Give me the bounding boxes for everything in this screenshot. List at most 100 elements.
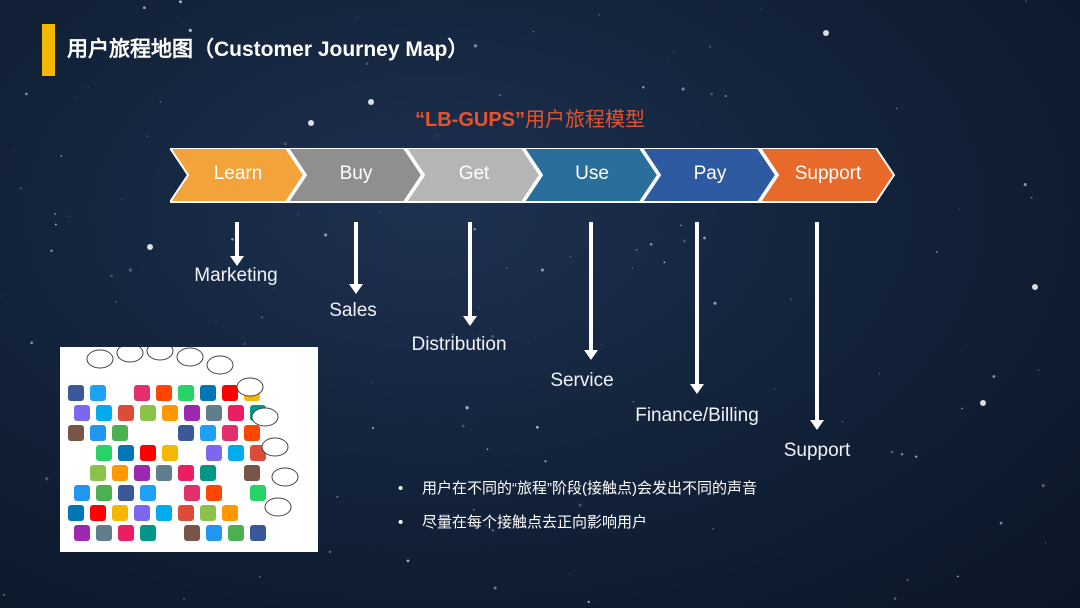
social-app-icon — [96, 445, 112, 461]
social-app-icon — [206, 525, 222, 541]
down-arrow-support — [810, 222, 824, 430]
social-app-icon — [90, 385, 106, 401]
star — [965, 345, 967, 347]
star — [992, 375, 996, 378]
social-app-icon — [74, 525, 90, 541]
chevron-buy — [286, 148, 424, 203]
star — [866, 250, 868, 252]
star — [713, 301, 717, 305]
social-app-icon — [90, 465, 106, 481]
social-app-icon — [112, 425, 128, 441]
star — [569, 572, 571, 574]
star — [900, 453, 904, 456]
social-app-icon — [156, 385, 172, 401]
star — [181, 22, 183, 24]
star — [681, 87, 685, 91]
social-app-icon — [184, 485, 200, 501]
star — [145, 135, 148, 138]
star — [895, 107, 898, 110]
star — [1041, 484, 1045, 488]
social-app-icon — [112, 505, 128, 521]
step-distribution: Distribution — [411, 334, 507, 355]
star — [635, 249, 638, 251]
star — [406, 559, 410, 563]
social-app-icon — [96, 405, 112, 421]
star — [478, 333, 479, 335]
social-app-icon — [184, 405, 200, 421]
star — [372, 382, 374, 384]
bullet-item: •用户在不同的“旅程”阶段(接触点)会发出不同的声音 — [398, 480, 757, 497]
social-app-icon — [68, 505, 84, 521]
social-app-icon — [140, 445, 156, 461]
bright-star — [1032, 284, 1038, 290]
speech-bubble-icon — [206, 355, 234, 375]
star — [2, 593, 6, 597]
star — [536, 425, 539, 429]
star — [283, 142, 287, 146]
social-icons-collage — [68, 341, 299, 541]
star — [498, 94, 501, 97]
social-app-icon — [200, 425, 216, 441]
star — [936, 250, 938, 253]
social-app-icon — [206, 445, 222, 461]
star — [632, 267, 634, 269]
social-app-icon — [134, 505, 150, 521]
star — [915, 455, 918, 458]
star — [682, 239, 686, 243]
star — [1044, 542, 1047, 544]
social-app-icon — [206, 485, 222, 501]
social-app-icon — [96, 525, 112, 541]
star — [75, 97, 77, 99]
star — [486, 448, 489, 450]
step-sales: Sales — [329, 300, 377, 321]
model-title-suffix: 用户旅程模型 — [525, 109, 645, 131]
social-app-icon — [178, 385, 194, 401]
social-app-icon — [68, 385, 84, 401]
step-support: Support — [783, 440, 851, 461]
social-app-icon — [156, 465, 172, 481]
star — [1035, 312, 1037, 314]
star — [724, 95, 727, 98]
star — [128, 268, 133, 272]
star — [956, 575, 959, 578]
star — [324, 233, 328, 237]
star — [231, 238, 234, 241]
down-arrow-sales — [349, 222, 363, 294]
star — [540, 268, 544, 272]
speech-bubble-icon — [271, 467, 299, 487]
speech-bubble-icon — [176, 347, 204, 367]
star — [159, 101, 162, 103]
star — [853, 82, 855, 84]
social-app-icon — [244, 425, 260, 441]
speech-bubble-icon — [261, 437, 289, 457]
star — [273, 287, 275, 289]
social-app-icon — [162, 445, 178, 461]
speech-bubble-icon — [236, 377, 264, 397]
bullet-item: •尽量在每个接触点去正向影响用户 — [398, 514, 648, 531]
star — [703, 236, 706, 240]
star — [183, 598, 185, 601]
social-app-icon — [140, 405, 156, 421]
bright-star — [980, 400, 986, 406]
social-app-icon — [200, 465, 216, 481]
star — [515, 251, 517, 253]
journey-chevron-flow — [170, 148, 896, 203]
star — [451, 333, 455, 336]
star — [1037, 369, 1040, 372]
star — [1025, 0, 1027, 2]
star — [790, 298, 792, 300]
star — [30, 341, 33, 345]
social-app-icon — [206, 405, 222, 421]
star — [891, 450, 894, 453]
star — [1023, 183, 1027, 187]
bullet-list: •用户在不同的“旅程”阶段(接触点)会发出不同的声音 •尽量在每个接触点去正向影… — [398, 477, 757, 545]
star — [632, 400, 635, 403]
social-app-icon — [90, 425, 106, 441]
speech-bubble-icon — [86, 349, 114, 369]
star — [25, 92, 28, 96]
star — [87, 86, 89, 89]
social-app-icon — [178, 425, 194, 441]
step-service: Service — [550, 370, 614, 391]
star — [261, 316, 264, 319]
